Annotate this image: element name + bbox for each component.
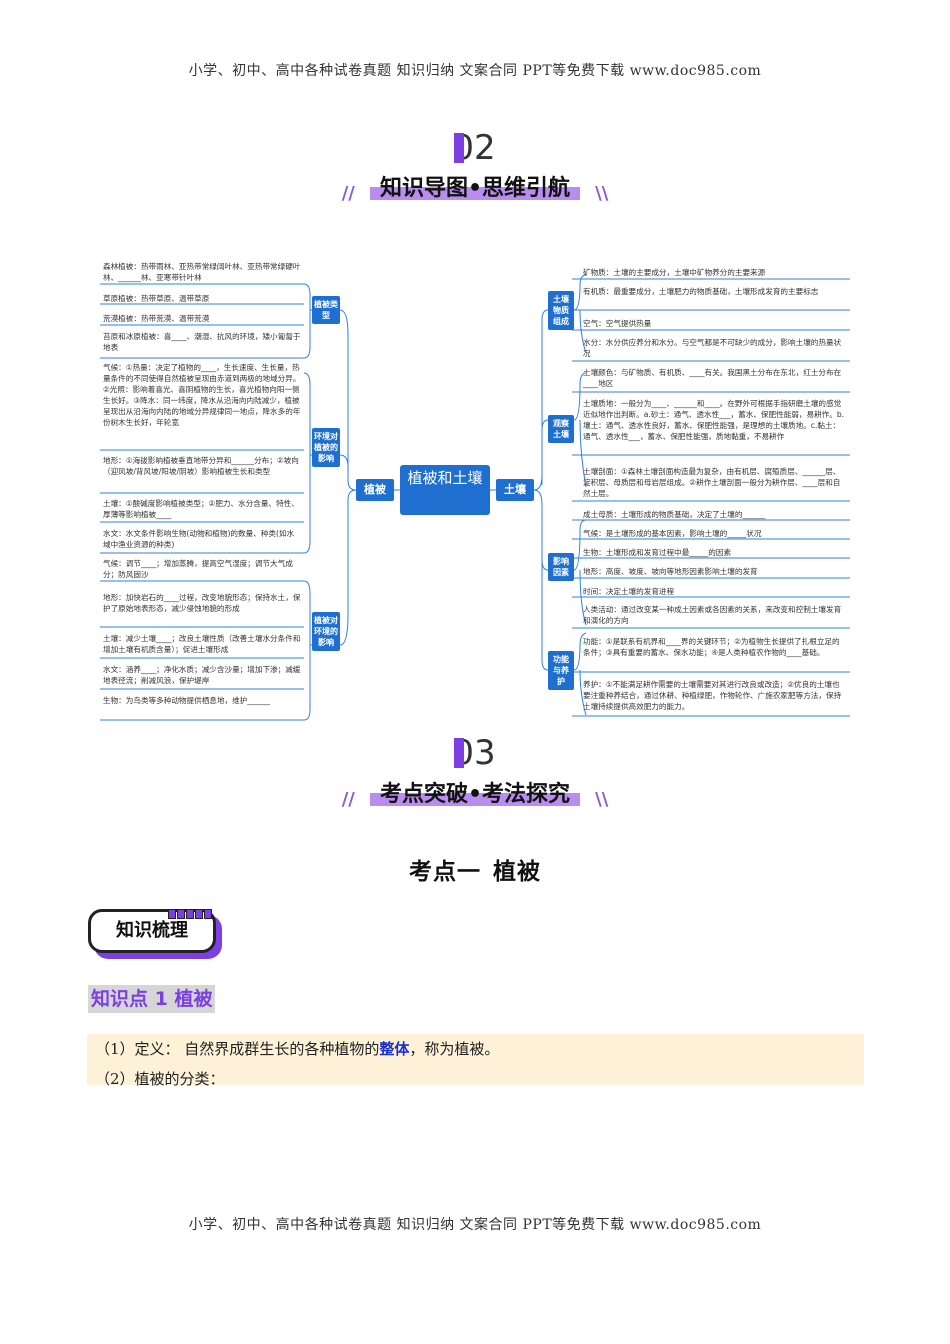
leaf-soil-color: 土壤颜色：与矿物质、有机质、____有关。我国黑土分布在东北，红土分布在____… [583,368,842,388]
category-vegetation-types: 植被类型 [312,296,340,324]
leaf-maintenance: 养护：①不能满足耕作需要的土壤需要对其进行改良或改造；②优良的土壤也要注重种养结… [583,680,842,711]
topic-heading: 考点一植被 [409,859,541,885]
knowledge-point-label: 知识点 1 植被 [88,985,216,1013]
leaf-desert: 荒漠植被：热带荒漠、温带荒漠 [103,314,210,323]
category-influencing-factors: 影响因素 [548,553,574,581]
badge-label: 知识梳理 [88,909,216,953]
classification-line: （2）植被的分类： [95,1070,225,1088]
leaf-organic-matter: 有机质：最重要成分，土壤肥力的物质基础，土壤形成发育的主要标志 [583,287,819,296]
leaf-terrain-soil: 地形：高度、坡度、坡向等地形因素影响土壤的发育 [583,567,758,576]
knowledge-badge: 知识梳理 [88,909,222,959]
number-accent-bar [454,132,465,163]
center-topic: 植被和土壤 [400,465,490,515]
highlight-term: 整体 [379,1040,410,1058]
leaf-minerals: 矿物质：土壤的主要成分，土壤中矿物养分的主要来源 [583,268,766,277]
branch-vegetation: 植被 [356,479,394,501]
leaf-climate: 气候：①热量：决定了植物的____，生长速度、生长量，热量条件的不同使得自然植被… [103,363,301,427]
number-accent-bar [454,737,465,768]
leaf-hydrology: 水文：水文条件影响生物(动物和植物)的数量、种类(如水域中渔业资源的种类) [103,529,295,549]
slash-right-icon: \\ [595,789,609,810]
leaf-climate-soil: 气候：是土壤形成的基本因素，影响土壤的_____状况 [583,529,762,538]
category-soil-composition: 土壤物质组成 [548,291,574,330]
category-observe-soil: 观察土壤 [548,415,574,443]
leaf-biology-soil: 生物：土壤形成和发育过程中最_____的因素 [583,548,732,557]
mind-map: 森林植被：热带雨林、亚热带常绿阔叶林、亚热带常绿硬叶林、______林、亚寒带针… [98,255,854,723]
leaf-tundra: 苔原和冰原植被：喜____、潮湿、抗风的环境，矮小匍匐于地表 [103,332,301,352]
page-header: 小学、初中、高中各种试卷真题 知识归纳 文案合同 PPT等免费下载 www.do… [188,63,762,79]
slash-left-icon: // [341,789,355,810]
leaf-air: 空气：空气提供热量 [583,319,652,328]
section-number: 02 [452,128,496,168]
leaf-hydrology-effect: 水文：涵养____；净化水质；减少含沙量；增加下渗；减缓地表径流；削减风浪，保护… [103,665,301,685]
leaf-forest: 森林植被：热带雨林、亚热带常绿阔叶林、亚热带常绿硬叶林、______林、亚寒带针… [103,262,301,282]
section-title: // 考点突破•考法探究 \\ [341,782,609,810]
leaf-biology-effect: 生物：为鸟类等多种动物提供栖息地，维护______ [103,696,271,705]
leaf-terrain: 地形：①海拔影响植被垂直地带分异和______分布；②坡向（迎风坡/背风坡/阳坡… [103,456,299,476]
branch-soil: 土壤 [496,479,534,501]
section-number: 03 [452,733,496,773]
leaf-parent-material: 成土母质：土壤形成的物质基础，决定了土壤的______ [583,510,766,519]
leaf-soil-profile: 土壤剖面：①森林土壤剖面构造最为复杂，由有机层、腐殖质层、______层、淀积层… [583,467,841,498]
leaf-human-activity: 人类活动：通过改变某一种成土因素或各因素的关系，来改变和控制土壤发育和演化的方向 [583,605,842,625]
definition-box [87,1034,864,1085]
badge-dots-icon [168,904,213,923]
slash-right-icon: \\ [595,183,609,204]
slash-left-icon: // [341,183,355,204]
leaf-soil-texture: 土壤质地：一般分为____、______和____。在野外可根据手指研磨土壤的感… [583,399,845,441]
leaf-climate-effect: 气候：调节____；增加蒸腾，提高空气湿度；调节大气成分；防风固沙 [103,559,293,579]
section-title: // 知识导图•思维引航 \\ [341,176,609,204]
leaf-time: 时间：决定土壤的发育进程 [583,587,675,596]
category-environment-effects: 环境对植被的影响 [312,428,340,467]
leaf-terrain-effect: 地形：加快岩石的____过程，改变地貌形态；保持水土，保护了原始地表形态，减少侵… [103,593,301,613]
leaf-soil: 土壤：①酸碱度影响植被类型；②肥力、水分含量、特性、厚薄等影响植被____ [103,499,299,519]
leaf-grassland: 草原植被：热带草原、温带草原 [103,294,210,303]
leaf-soil-effect: 土壤：减少土壤____；改良土壤性质（改善土壤水分条件和增加土壤有机质含量）；促… [103,634,301,654]
page-footer: 小学、初中、高中各种试卷真题 知识归纳 文案合同 PPT等免费下载 www.do… [188,1217,762,1233]
category-function-maintenance: 功能与养护 [548,651,574,690]
definition-line: （1）定义： 自然界成群生长的各种植物的整体，称为植被。 [95,1040,500,1058]
leaf-function: 功能：①是联系有机界和____界的关键环节；②为植物生长提供了扎根立足的条件；③… [583,637,840,657]
leaf-water: 水分：水分供应养分和水分。与空气都是不可缺少的成分，影响土壤的热量状况 [583,338,842,358]
mind-map-connectors [100,274,850,721]
category-vegetation-effects: 植被对环境的影响 [312,612,340,651]
